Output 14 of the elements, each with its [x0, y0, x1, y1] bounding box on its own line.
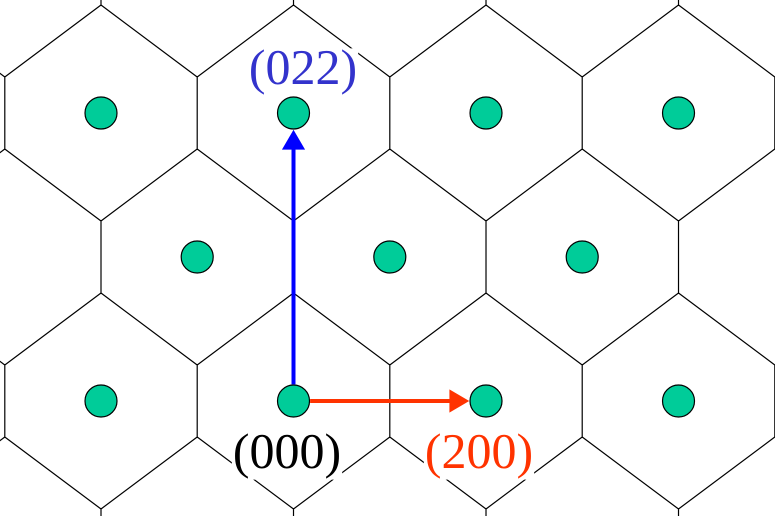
lattice-dot [662, 96, 696, 130]
lattice-dot [662, 384, 696, 418]
lattice-dot [84, 384, 118, 418]
index-label: (000) [232, 432, 342, 480]
lattice-dot [566, 240, 599, 274]
lattice-dot [469, 384, 503, 418]
lattice-dot [180, 240, 214, 274]
lattice-dot [84, 96, 118, 130]
lattice-dot [276, 384, 310, 418]
lattice-dot [469, 96, 503, 130]
lattice-dot [276, 96, 310, 130]
index-label: (022) [248, 48, 358, 96]
index-label: (200) [424, 432, 534, 480]
lattice-dot [373, 240, 406, 274]
